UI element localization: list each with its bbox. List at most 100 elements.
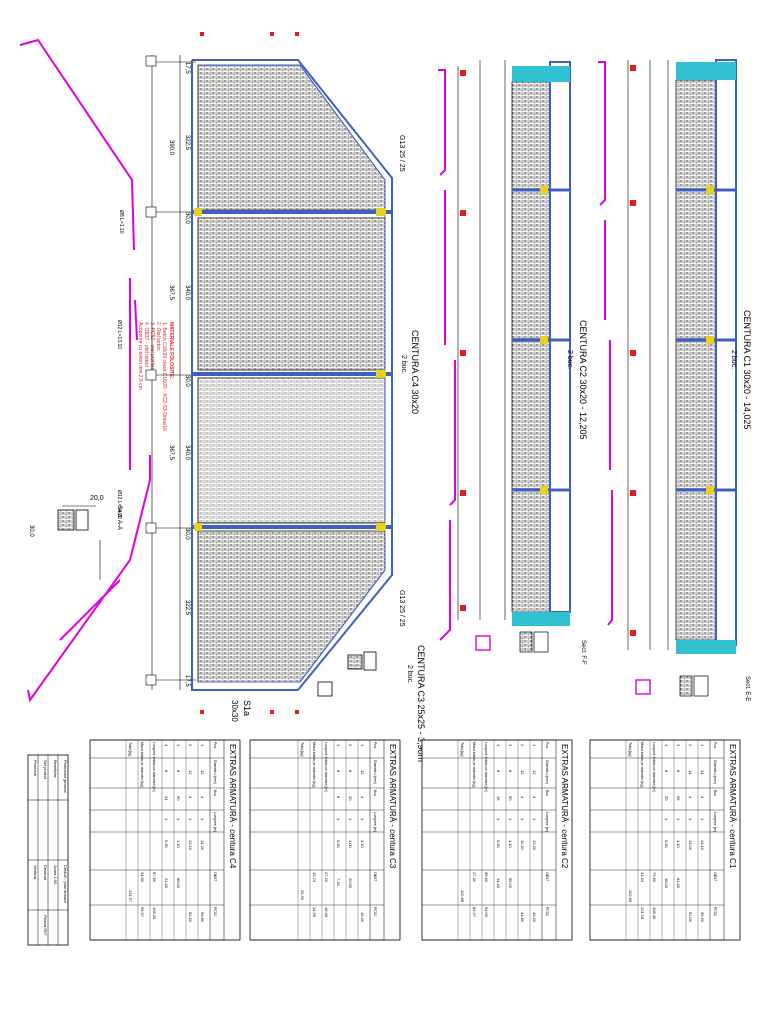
table-cell: 0.90 bbox=[496, 840, 501, 849]
svg-text:Centuri - plan armare: Centuri - plan armare bbox=[63, 865, 68, 904]
table-column-header: Lungime [m] bbox=[373, 812, 377, 832]
table-cell: 14 bbox=[688, 770, 693, 775]
table-title: EXTRAS ARMATURĂ - centura C2 bbox=[560, 744, 569, 869]
svg-text:Verificat: Verificat bbox=[33, 865, 38, 880]
table-cell: 16 bbox=[496, 796, 501, 801]
table-cell: 4 bbox=[188, 796, 193, 799]
svg-text:Scara 1:50: Scara 1:50 bbox=[53, 865, 58, 885]
table-column-header: Buc. bbox=[373, 790, 377, 797]
table-cell: 1 bbox=[188, 818, 193, 821]
rebar-table: EXTRAS ARMATURĂ - centura C1Poz.Diametru… bbox=[589, 739, 741, 941]
table-cell: 21.60 bbox=[164, 878, 169, 889]
table-cell: 8 bbox=[336, 796, 341, 799]
table-cell: 11.20 bbox=[520, 840, 525, 850]
rebar-table: EXTRAS ARMATURĂ - centura C2Poz.Diametru… bbox=[421, 739, 573, 941]
svg-text:1. Beton C16/20 clasa C16/20 -: 1. Beton C16/20 clasa C16/20 - XC2-S3-Dm… bbox=[161, 322, 167, 431]
svg-text:30,0: 30,0 bbox=[28, 525, 34, 537]
table-total: 27.41 bbox=[472, 872, 477, 883]
table-cell: 1 bbox=[700, 818, 705, 821]
table-cell: 1.10 bbox=[508, 840, 513, 849]
table-total: 110.88 bbox=[460, 890, 465, 903]
table-cell: 8 bbox=[664, 770, 669, 773]
svg-text:Sect. A-A: Sect. A-A bbox=[116, 505, 122, 530]
table-footer-label: Total [kg] bbox=[628, 742, 632, 756]
table-title: EXTRAS ARMATURĂ - centura C1 bbox=[728, 744, 737, 869]
table-cell: 1 bbox=[664, 818, 669, 821]
svg-text:17,5: 17,5 bbox=[184, 62, 190, 74]
table-cell: 1 bbox=[200, 818, 205, 821]
svg-text:Plansa R07: Plansa R07 bbox=[43, 915, 48, 936]
table-total: 162.60 bbox=[628, 890, 633, 903]
rebar-table: EXTRAS ARMATURĂ - centura C4Poz.Diametru… bbox=[89, 739, 241, 941]
svg-text:Ø8 L=1.10: Ø8 L=1.10 bbox=[118, 210, 124, 234]
svg-text:CENTURA C3 25x25 - 3,90m: CENTURA C3 25x25 - 3,90m bbox=[416, 645, 426, 762]
table-cell: 52.00 bbox=[688, 912, 693, 923]
svg-text:4. OB37 - otel neted: 4. OB37 - otel neted bbox=[143, 322, 149, 367]
table-cell: 4 bbox=[688, 796, 693, 799]
table-total: 131.16 bbox=[640, 907, 645, 920]
table-column-header: Lungime [m] bbox=[713, 812, 717, 832]
table-cell: 12 bbox=[360, 770, 365, 775]
table-cell: 8 bbox=[336, 770, 341, 773]
svg-text:Sef proiect: Sef proiect bbox=[43, 760, 48, 780]
svg-text:322,5: 322,5 bbox=[184, 600, 190, 616]
svg-text:G13 25 / 25: G13 25 / 25 bbox=[398, 590, 405, 627]
svg-text:2 buc.: 2 buc. bbox=[406, 665, 413, 684]
table-footer-label: Total [kg] bbox=[128, 742, 132, 756]
table-cell: 49.20 bbox=[532, 912, 537, 923]
svg-text:Desenat: Desenat bbox=[43, 865, 48, 881]
section-c3 bbox=[317, 635, 491, 697]
table-cell: 8 bbox=[348, 770, 353, 773]
table-column-header: Poz. bbox=[713, 742, 717, 749]
svg-text:Ø12 L=13.10: Ø12 L=13.10 bbox=[116, 320, 122, 349]
svg-text:Beneficiar: Beneficiar bbox=[53, 760, 58, 778]
svg-text:CENTURA C4 30x20: CENTURA C4 30x20 bbox=[410, 330, 420, 414]
rebar-schedule-left bbox=[19, 38, 151, 703]
table-cell: 12 bbox=[188, 770, 193, 775]
table-total: 14.56 bbox=[312, 907, 317, 918]
table-cell: 0.90 bbox=[336, 840, 341, 849]
table-column-header: Buc. bbox=[545, 790, 549, 797]
svg-text:Acoperire cu beton min 2,5 cm: Acoperire cu beton min 2,5 cm bbox=[137, 322, 143, 390]
svg-text:322,5: 322,5 bbox=[184, 135, 190, 151]
table-cell: 1 bbox=[520, 818, 525, 821]
table-cell: 14.20 bbox=[200, 840, 205, 851]
table-cell: 18.00 bbox=[664, 878, 669, 889]
table-cell: 3 bbox=[508, 744, 513, 747]
table-cell: 56.80 bbox=[200, 912, 205, 923]
table-footer-label: Lungime totala pe diametre [m] bbox=[152, 742, 156, 792]
rebar-table: EXTRAS ARMATURĂ - centura C3Poz.Diametru… bbox=[249, 739, 401, 941]
table-cell: 56 bbox=[676, 796, 681, 801]
table-cell: 1 bbox=[164, 818, 169, 821]
table-cell: 1 bbox=[336, 818, 341, 821]
table-cell: 14.10 bbox=[700, 840, 705, 851]
table-column-header: Poz. bbox=[373, 742, 377, 749]
table-cell: 4 bbox=[700, 796, 705, 799]
table-cell: 8 bbox=[676, 770, 681, 773]
table-footer-label: Masa totala pe diametre [kg] bbox=[312, 742, 316, 787]
table-cell: 12.30 bbox=[532, 840, 537, 851]
svg-text:30x30: 30x30 bbox=[230, 700, 239, 722]
title-block: Proiectant general Beneficiar Sef proiec… bbox=[27, 754, 69, 946]
table-cell: 55.00 bbox=[508, 878, 513, 889]
table-cell: 0.90 bbox=[164, 840, 169, 849]
table-footer-label: Masa totala pe diametre [kg] bbox=[640, 742, 644, 787]
table-column-header: Poz. bbox=[545, 742, 549, 749]
table-cell: 16.40 bbox=[360, 912, 365, 923]
svg-text:367,5: 367,5 bbox=[168, 445, 174, 461]
table-cell: 3 bbox=[176, 744, 181, 747]
table-cell: 4 bbox=[520, 796, 525, 799]
table-total: 83.47 bbox=[472, 907, 477, 918]
table-total: 79.60 bbox=[652, 872, 657, 883]
table-cell: 61.60 bbox=[676, 878, 681, 889]
table-cell: 8 bbox=[164, 770, 169, 773]
table-cell: 3 bbox=[336, 744, 341, 747]
table-cell: 4 bbox=[532, 796, 537, 799]
table-cell: 1.10 bbox=[676, 840, 681, 849]
table-column-header: Lungime [m] bbox=[545, 812, 549, 832]
table-column-header: Diametru [mm] bbox=[213, 760, 217, 784]
svg-text:2. Otel beton: 2. Otel beton bbox=[155, 322, 161, 351]
table-cell: 1 bbox=[532, 818, 537, 821]
svg-text:CENTURA C2 30x20 - 12,205: CENTURA C2 30x20 - 12,205 bbox=[578, 320, 588, 440]
